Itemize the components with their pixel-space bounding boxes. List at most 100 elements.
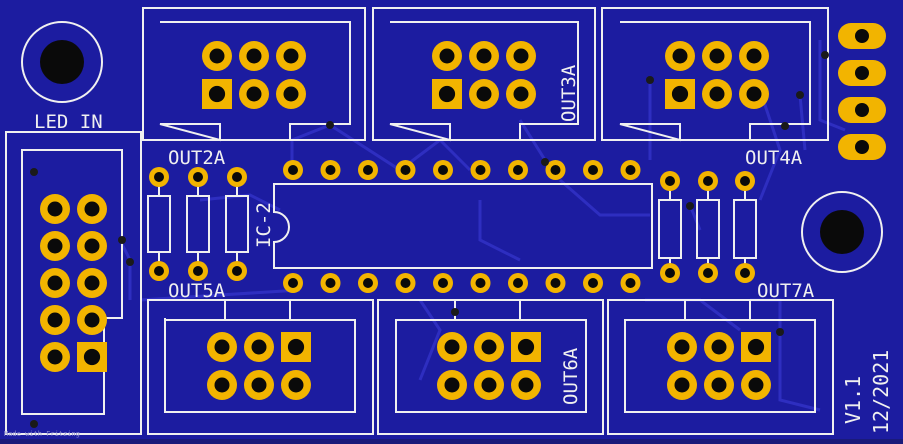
resistor-pad-drill xyxy=(193,266,203,276)
power-pad-drill xyxy=(855,29,869,43)
led-in-pin-sq-drill xyxy=(83,348,101,366)
ic-pin-top-drill xyxy=(438,165,448,175)
ic-pin-bottom-drill xyxy=(550,278,561,288)
out6a-pad-pin-drill xyxy=(481,377,497,393)
out6a-pad-pin-sq-drill xyxy=(517,338,535,356)
led-in-pin-drill xyxy=(47,201,63,217)
resistor-pad-drill xyxy=(232,266,242,276)
resistor-pad-drill xyxy=(665,268,675,278)
ic-pin-bottom-drill xyxy=(288,278,298,288)
mounting-hole-right xyxy=(801,191,883,273)
out2a-pad-pin-drill xyxy=(209,48,225,64)
label-out2a: OUT2A xyxy=(168,147,226,169)
out3a-pad-pin-drill xyxy=(476,86,492,102)
out4a-pad-pin-drill xyxy=(746,86,762,102)
led-in-pin-drill xyxy=(47,238,63,254)
out2a-pad-pin-sq-drill xyxy=(208,85,226,103)
out5a-pad-pin-drill xyxy=(288,377,304,393)
resistor-legs xyxy=(158,186,746,266)
label-out6a: OUT6A xyxy=(560,347,582,405)
ic-pin-bottom-drill xyxy=(588,278,598,288)
resistor-pad-drill xyxy=(154,266,164,276)
label-out3a: OUT3A xyxy=(558,64,580,122)
ic-pin-top-drill xyxy=(400,165,411,175)
out2a-pad-pin-drill xyxy=(283,48,299,64)
out5a-pad-pin-sq-drill xyxy=(287,338,305,356)
label-out5a: OUT5A xyxy=(168,280,226,302)
resistor-pad-drill xyxy=(665,176,675,186)
led-in-pin-drill xyxy=(47,349,63,365)
silkscreen-frames xyxy=(5,7,834,435)
ic-pin-top-drill xyxy=(588,165,598,175)
power-pad-drill xyxy=(855,66,869,80)
ic-pin-top-drill xyxy=(363,165,373,175)
out7a-pad-pin-drill xyxy=(711,377,727,393)
out7a-pad-pin-drill xyxy=(674,339,690,355)
ic-pin-bottom-drill xyxy=(475,278,486,288)
resistor-pad-drill xyxy=(740,176,750,186)
out5a-pad-pin-drill xyxy=(214,377,230,393)
out6a-pad-pin-drill xyxy=(518,377,534,393)
out6a-pad-pin-drill xyxy=(444,339,460,355)
out3a-pad-pin-drill xyxy=(513,86,529,102)
label-date: 12/2021 xyxy=(869,350,893,434)
out7a-pad-pin-drill xyxy=(674,377,690,393)
out2a-pad-pin-drill xyxy=(246,48,262,64)
vias xyxy=(30,51,829,428)
out7a-pad-pin-drill xyxy=(711,339,727,355)
resistor-pad-drill xyxy=(703,176,713,186)
out4a-pad-pin-drill xyxy=(672,48,688,64)
out7a-pad-pin-drill xyxy=(748,377,764,393)
resistor-pad-drill xyxy=(193,172,203,182)
out6a-pad-pin-drill xyxy=(481,339,497,355)
ic-pin-top-drill xyxy=(475,165,486,175)
power-pad-drill xyxy=(855,140,869,154)
out4a-pad-pin-drill xyxy=(709,86,725,102)
ic-pin-bottom-drill xyxy=(438,278,448,288)
ic-pin-top-drill xyxy=(288,165,298,175)
ic-pin-top-drill xyxy=(550,165,561,175)
power-pad-drill xyxy=(855,103,869,117)
label-out7a: OUT7A xyxy=(757,280,815,302)
ic-pin-top-drill xyxy=(625,165,636,175)
label-out4a: OUT4A xyxy=(745,147,803,169)
led-in-pin-drill xyxy=(84,312,100,328)
out2a-pad-pin-drill xyxy=(246,86,262,102)
ic-pin-top-drill xyxy=(513,165,523,175)
out3a-pad-pin-drill xyxy=(513,48,529,64)
resistor-pad-drill xyxy=(703,268,713,278)
ic-pin-bottom-drill xyxy=(625,278,636,288)
led-in-pin-drill xyxy=(47,312,63,328)
ic-pin-bottom-drill xyxy=(363,278,373,288)
out5a-pad-pin-drill xyxy=(214,339,230,355)
resistor-pad-drill xyxy=(232,172,242,182)
out2a-pad-pin-drill xyxy=(283,86,299,102)
resistor-pad-drill xyxy=(154,172,164,182)
led-in-pin-drill xyxy=(47,275,63,291)
out4a-pad-pin-drill xyxy=(746,48,762,64)
label-ic: IC-2 xyxy=(253,202,275,248)
resistor-pad-drill xyxy=(740,268,750,278)
watermark-text: Made with Fritzing xyxy=(4,430,80,438)
label-version: V1.1 xyxy=(841,376,865,424)
ic-pin-bottom-drill xyxy=(325,278,336,288)
led-in-pin-drill xyxy=(84,201,100,217)
mounting-hole-top-left xyxy=(21,21,103,103)
out6a-pad-pin-drill xyxy=(444,377,460,393)
label-led-in: LED_IN xyxy=(34,111,103,133)
out3a-pad-pin-sq-drill xyxy=(438,85,456,103)
out3a-pad-pin-drill xyxy=(439,48,455,64)
ic-pin-bottom-drill xyxy=(400,278,411,288)
out4a-pad-pin-sq-drill xyxy=(671,85,689,103)
out4a-pad-pin-drill xyxy=(709,48,725,64)
led-in-pin-drill xyxy=(84,275,100,291)
out5a-pad-pin-drill xyxy=(251,377,267,393)
out3a-pad-pin-drill xyxy=(476,48,492,64)
led-in-pin-drill xyxy=(84,238,100,254)
ic-pin-top-drill xyxy=(325,165,336,175)
out5a-pad-pin-drill xyxy=(251,339,267,355)
pad-layer xyxy=(40,23,886,400)
out7a-pad-pin-sq-drill xyxy=(747,338,765,356)
